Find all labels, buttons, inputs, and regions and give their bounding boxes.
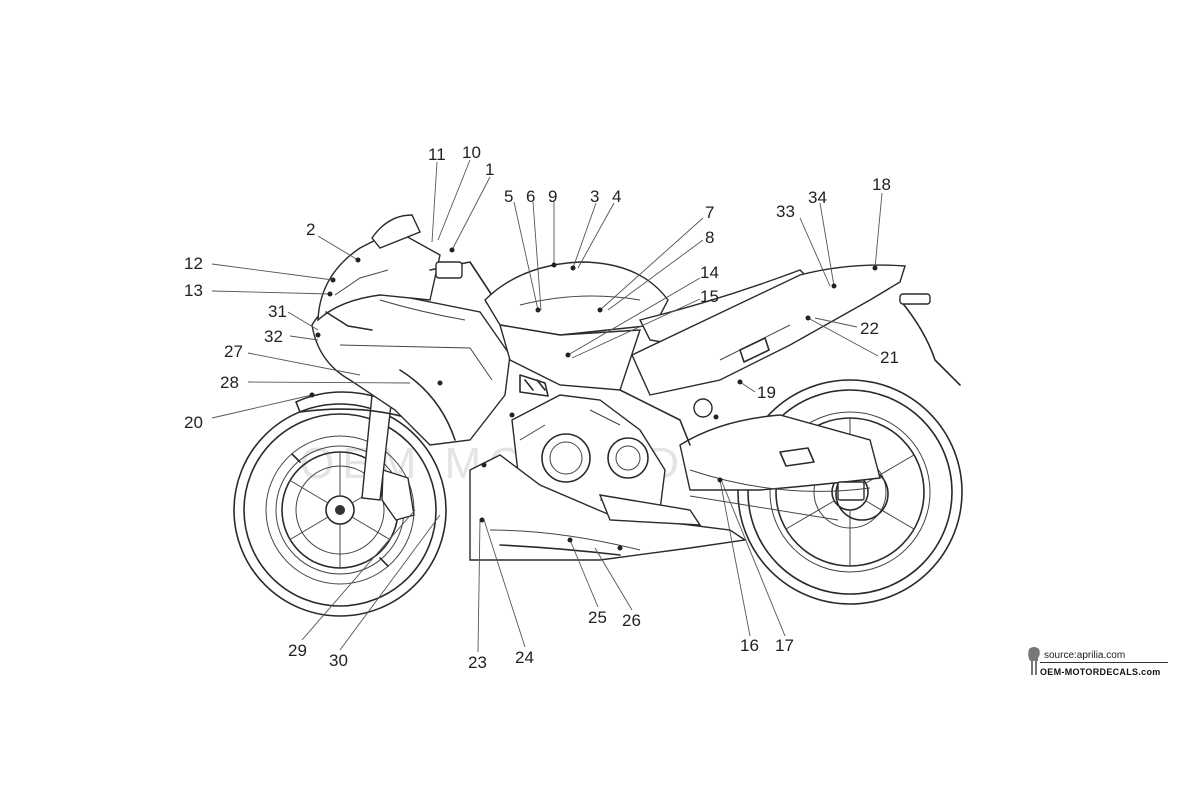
callout-11: 11 xyxy=(428,145,446,164)
callout-18: 18 xyxy=(872,175,891,194)
callout-30: 30 xyxy=(329,651,348,670)
callout-16: 16 xyxy=(740,636,759,655)
callout-3: 3 xyxy=(590,187,599,206)
callout-4: 4 xyxy=(612,187,621,206)
callout-10: 10 xyxy=(462,143,481,162)
chain xyxy=(689,495,839,521)
callout-13: 13 xyxy=(184,281,203,300)
mid-panel xyxy=(499,324,641,391)
callout-12: 12 xyxy=(184,254,203,273)
divider xyxy=(1040,662,1168,663)
callout-22: 22 xyxy=(860,319,879,338)
callout-28: 28 xyxy=(220,373,239,392)
callout-9: 9 xyxy=(548,187,557,206)
callout-33: 33 xyxy=(776,202,795,221)
callout-24: 24 xyxy=(515,648,534,667)
leader-dots xyxy=(309,247,878,551)
callout-31: 31 xyxy=(268,302,287,321)
source-credit: source:aprilia.com xyxy=(1044,650,1126,661)
callout-1: 1 xyxy=(485,160,494,179)
callout-8: 8 xyxy=(705,228,714,247)
callout-5: 5 xyxy=(504,187,513,206)
callout-15: 15 xyxy=(700,287,719,306)
helmet-logo-icon xyxy=(1028,647,1040,675)
callout-25: 25 xyxy=(588,608,607,627)
front-cowl xyxy=(317,229,441,331)
callout-23: 23 xyxy=(468,653,487,672)
exhaust xyxy=(598,494,702,526)
callout-14: 14 xyxy=(700,263,719,282)
swingarm xyxy=(679,414,881,501)
motorcycle-drawing xyxy=(233,214,963,617)
plate-hanger xyxy=(899,293,961,386)
callout-21: 21 xyxy=(880,348,899,367)
fuel-tank xyxy=(484,261,669,336)
front-wheel xyxy=(233,403,447,617)
leader-lines xyxy=(211,159,883,653)
callout-17: 17 xyxy=(775,636,794,655)
side-fairing xyxy=(311,289,511,446)
callout-29: 29 xyxy=(288,641,307,660)
callout-32: 32 xyxy=(264,327,283,346)
lower-fairing xyxy=(469,454,747,561)
callout-27: 27 xyxy=(224,342,243,361)
callout-7: 7 xyxy=(705,203,714,222)
callout-34: 34 xyxy=(808,188,827,207)
callout-26: 26 xyxy=(622,611,641,630)
callout-labels: 1 2 3 4 5 6 7 8 9 10 11 12 13 14 15 16 1… xyxy=(184,143,899,672)
windscreen xyxy=(371,214,421,249)
callout-2: 2 xyxy=(306,220,315,239)
frame-pivot xyxy=(693,398,713,418)
callout-19: 19 xyxy=(757,383,776,402)
callout-6: 6 xyxy=(526,187,535,206)
brand-link[interactable]: OEM-MOTORDECALS.com xyxy=(1040,667,1161,677)
handlebar xyxy=(429,261,496,301)
callout-20: 20 xyxy=(184,413,203,432)
